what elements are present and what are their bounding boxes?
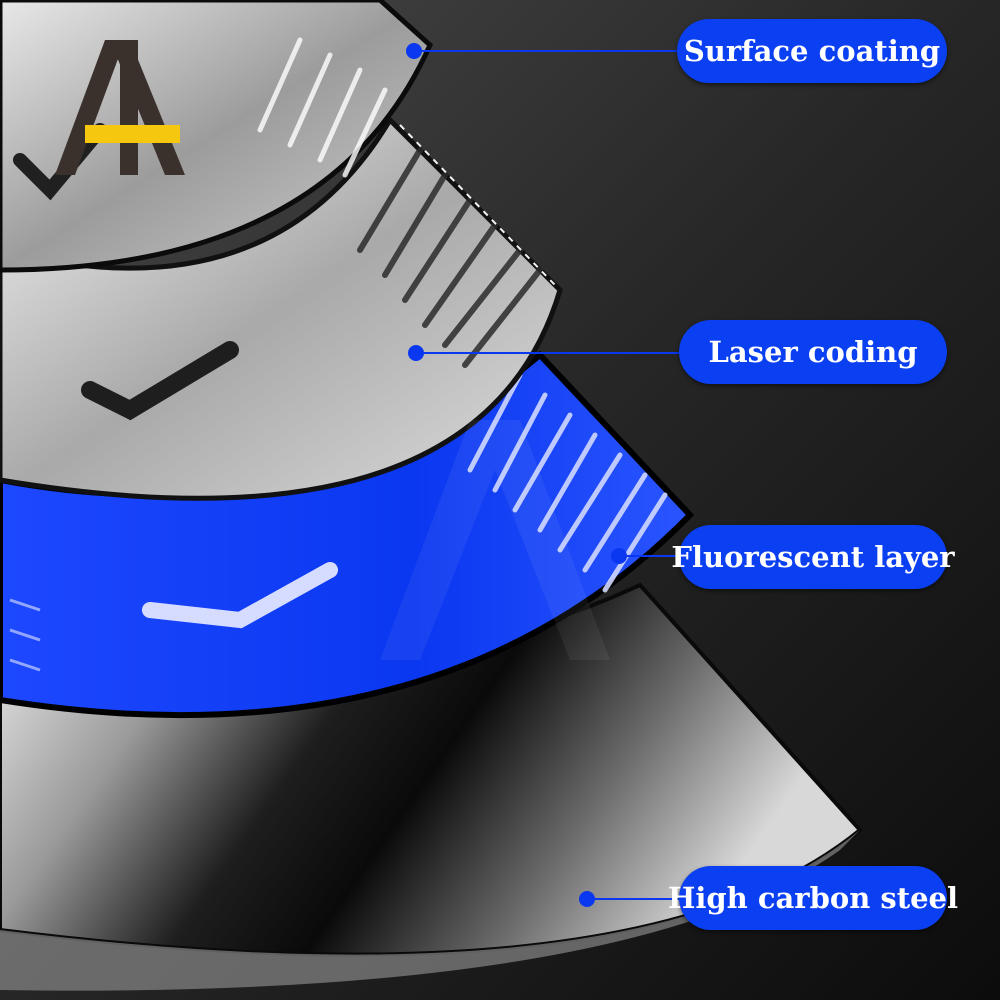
layer-label: High carbon steel [679, 866, 947, 930]
leader-line [422, 352, 684, 354]
layer-label: Fluorescent layer [679, 525, 947, 589]
brand-logo [50, 35, 190, 180]
leader-line [420, 50, 682, 52]
layer-label: Laser coding [679, 320, 947, 384]
layer-label: Surface coating [677, 19, 947, 83]
